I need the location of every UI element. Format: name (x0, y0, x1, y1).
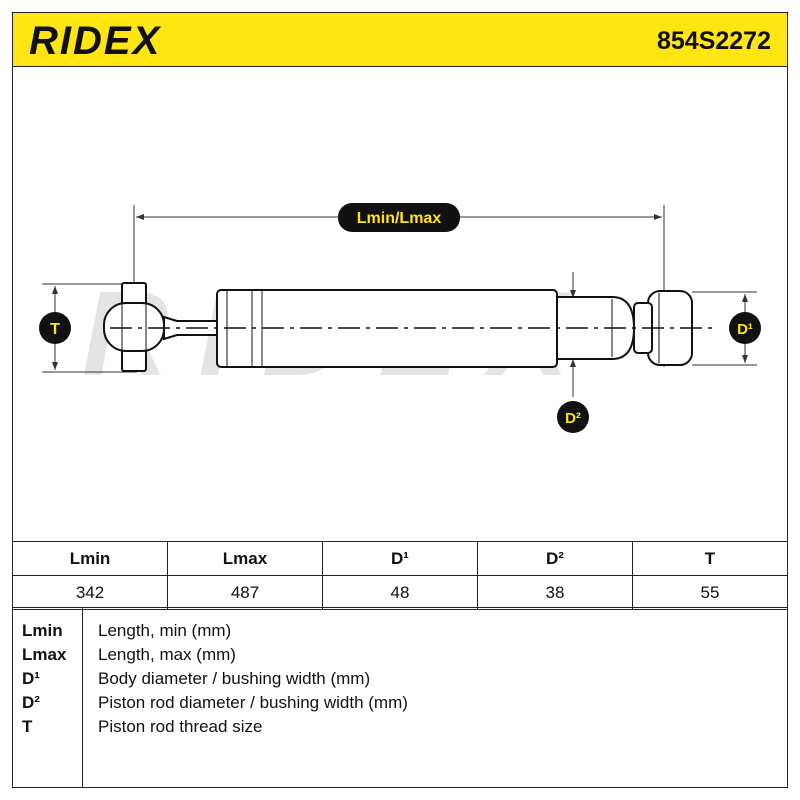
d1-label-badge (729, 312, 761, 344)
legend-desc: Length, min (mm) (98, 621, 232, 640)
legend: Lmin Length, min (mm) Lmax Length, max (… (12, 607, 788, 788)
legend-divider (82, 608, 83, 788)
legend-key: D² (22, 693, 40, 712)
specs-header-row: Lmin Lmax D¹ D² T (12, 541, 788, 576)
t-arrow-bottom (52, 362, 58, 370)
part-number: 854S2272 (656, 27, 771, 55)
specs-value-d1: 48 (322, 575, 478, 610)
shock-absorber-diagram: RIDEX Lmin/Lmax T D¹ D² (39, 203, 761, 433)
legend-key: D¹ (22, 669, 40, 688)
t-label-badge (39, 312, 71, 344)
legend-key: T (22, 717, 33, 736)
d1-arrow-bottom (742, 355, 748, 363)
header-bar: RIDEX 854S2272 (12, 12, 788, 67)
left-eye-mount (103, 282, 165, 372)
d1-label: D¹ (737, 321, 753, 338)
specs-header-d2: D² (477, 541, 633, 576)
legend-key: Lmin (22, 621, 63, 640)
specs-value-row: 342 487 48 38 55 (12, 575, 788, 610)
specs-table: Lmin Lmax D¹ D² T 342 487 48 38 55 (12, 541, 788, 610)
legend-desc: Piston rod thread size (98, 717, 263, 736)
d2-arrow-top (570, 290, 576, 298)
specs-value-d2: 38 (477, 575, 633, 610)
specs-header-t: T (632, 541, 788, 576)
length-arrow-right (654, 214, 662, 220)
legend-desc: Body diameter / bushing width (mm) (98, 669, 371, 688)
specs-header-lmax: Lmax (167, 541, 323, 576)
legend-key: Lmax (22, 645, 67, 664)
specs-header-d1: D¹ (322, 541, 478, 576)
length-label-badge (338, 203, 460, 232)
t-arrow-top (52, 286, 58, 294)
legend-desc: Length, max (mm) (98, 645, 236, 664)
length-label: Lmin/Lmax (357, 210, 442, 227)
d1-arrow-top (742, 294, 748, 302)
specs-value-lmax: 487 (167, 575, 323, 610)
d2-arrow-bottom (570, 359, 576, 367)
specs-value-t: 55 (632, 575, 788, 610)
t-label: T (50, 321, 60, 338)
d2-label-badge (557, 401, 589, 433)
length-arrow-left (136, 214, 144, 220)
d2-label: D² (565, 410, 581, 427)
legend-desc: Piston rod diameter / bushing width (mm) (98, 693, 408, 712)
brand-logo: RIDEX (29, 19, 162, 63)
specs-header-lmin: Lmin (12, 541, 168, 576)
specs-value-lmin: 342 (12, 575, 168, 610)
